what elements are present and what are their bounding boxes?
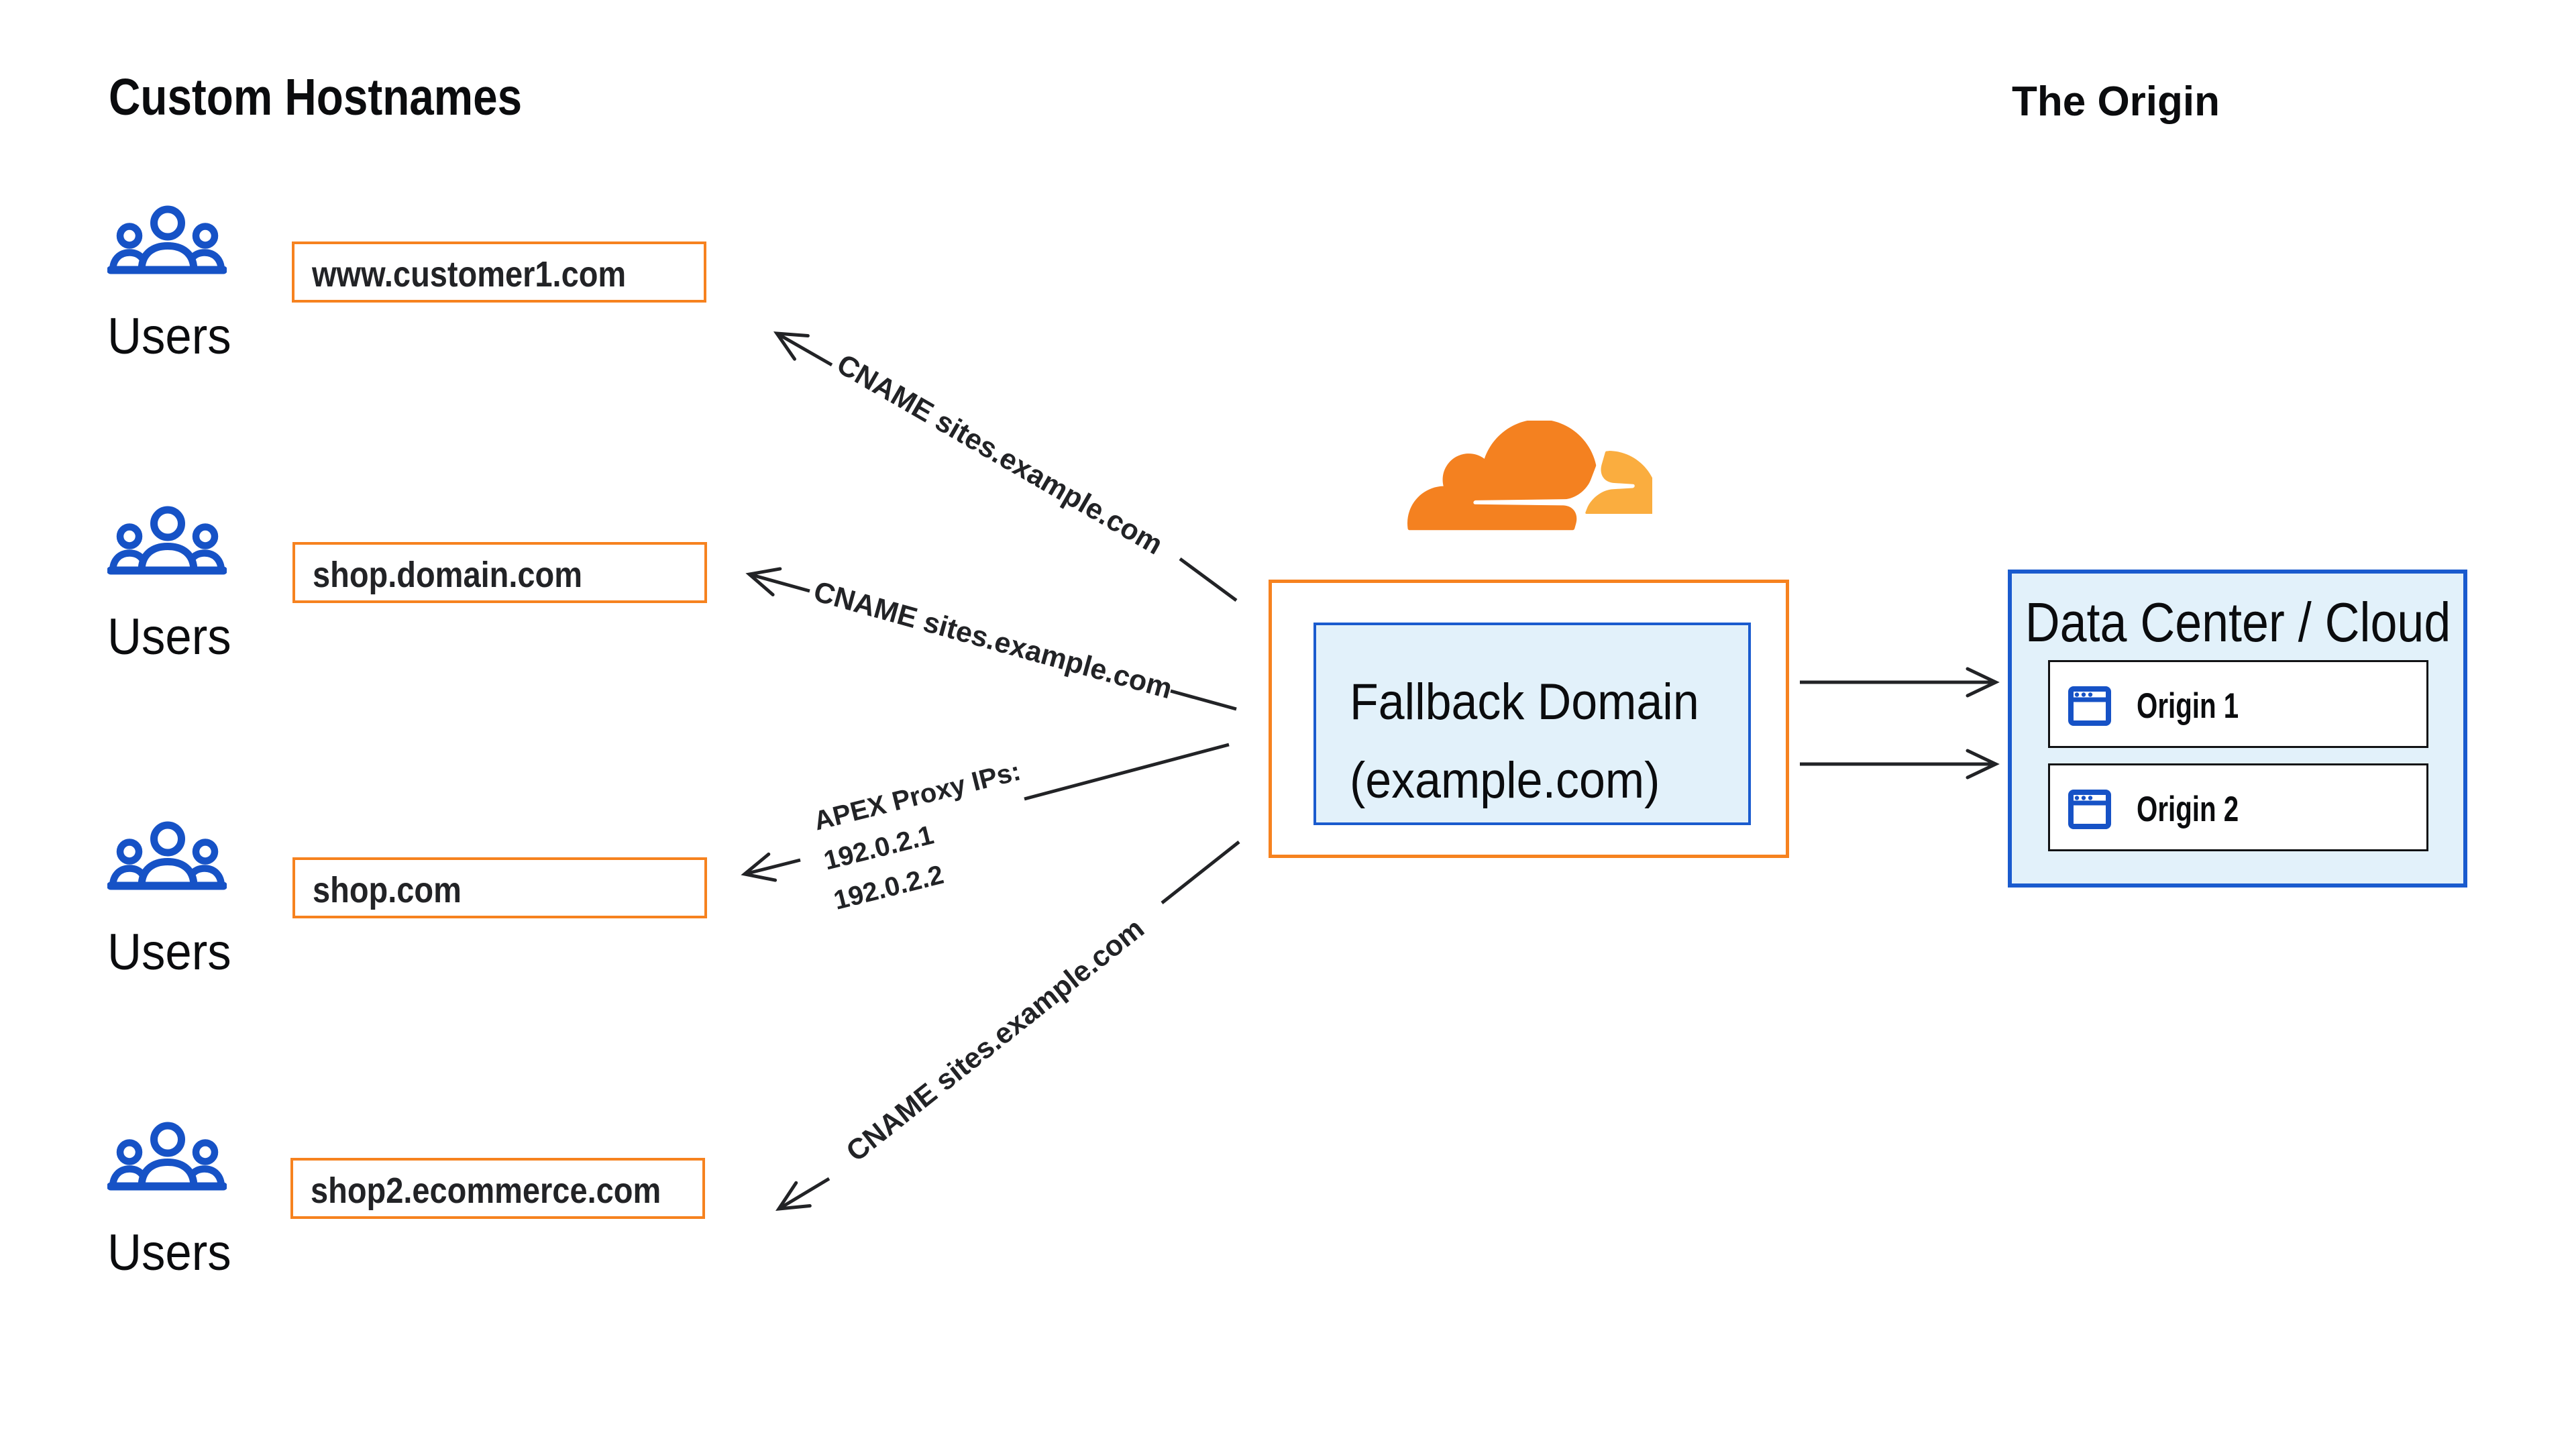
hostname-box-1: www.customer1.com	[292, 241, 706, 303]
connector-1-arrow-segment	[773, 331, 833, 367]
fallback-domain-line1: Fallback Domain	[1350, 674, 1699, 731]
user-group-3: Users	[107, 820, 231, 981]
fallback-inner-box: Fallback Domain (example.com)	[1313, 623, 1751, 825]
hostname-text-4: shop2.ecommerce.com	[311, 1170, 661, 1211]
browser-window-icon	[2068, 686, 2111, 726]
datacenter-box: Data Center / Cloud Origin 1 Origin 2	[2008, 570, 2467, 888]
users-icon	[107, 205, 227, 274]
user-group-4: Users	[107, 1121, 231, 1281]
fallback-outer-box: Fallback Domain (example.com)	[1269, 580, 1789, 858]
connector-4-segment	[1161, 841, 1240, 904]
origin-box-2: Origin 2	[2048, 763, 2428, 851]
cloudflare-logo-icon	[1407, 421, 1652, 531]
connector-1-segment	[1179, 557, 1238, 602]
hostname-text-1: www.customer1.com	[312, 254, 627, 294]
users-label: Users	[107, 924, 231, 981]
hostname-box-2: shop.domain.com	[292, 542, 707, 603]
fallback-domain-line2: (example.com)	[1350, 752, 1660, 809]
connector-4-arrow-segment	[775, 1177, 830, 1211]
user-group-1: Users	[107, 205, 231, 365]
connector-3-segment	[1024, 743, 1230, 801]
users-icon	[107, 506, 227, 575]
the-origin-title: The Origin	[2012, 78, 2220, 125]
custom-hostnames-title: Custom Hostnames	[109, 68, 523, 126]
datacenter-title-text: Data Center / Cloud	[2025, 591, 2451, 653]
origin-label-2: Origin 2	[2137, 790, 2239, 829]
users-label: Users	[107, 608, 231, 665]
users-label: Users	[107, 1224, 231, 1281]
connector-2-arrow-segment	[745, 567, 810, 597]
origin-label-1: Origin 1	[2137, 686, 2239, 726]
users-icon	[107, 821, 227, 890]
connector-3-arrow-segment	[741, 852, 801, 882]
users-label: Users	[107, 308, 231, 365]
hostname-box-3: shop.com	[292, 857, 707, 918]
hostname-box-4: shop2.ecommerce.com	[290, 1158, 705, 1219]
users-icon	[107, 1122, 227, 1191]
user-group-2: Users	[107, 505, 231, 665]
browser-window-icon	[2068, 790, 2111, 829]
connector-2-segment	[1170, 689, 1237, 711]
hostname-text-2: shop.domain.com	[313, 554, 582, 595]
origin-box-1: Origin 1	[2048, 660, 2428, 748]
hostname-text-3: shop.com	[313, 869, 462, 910]
